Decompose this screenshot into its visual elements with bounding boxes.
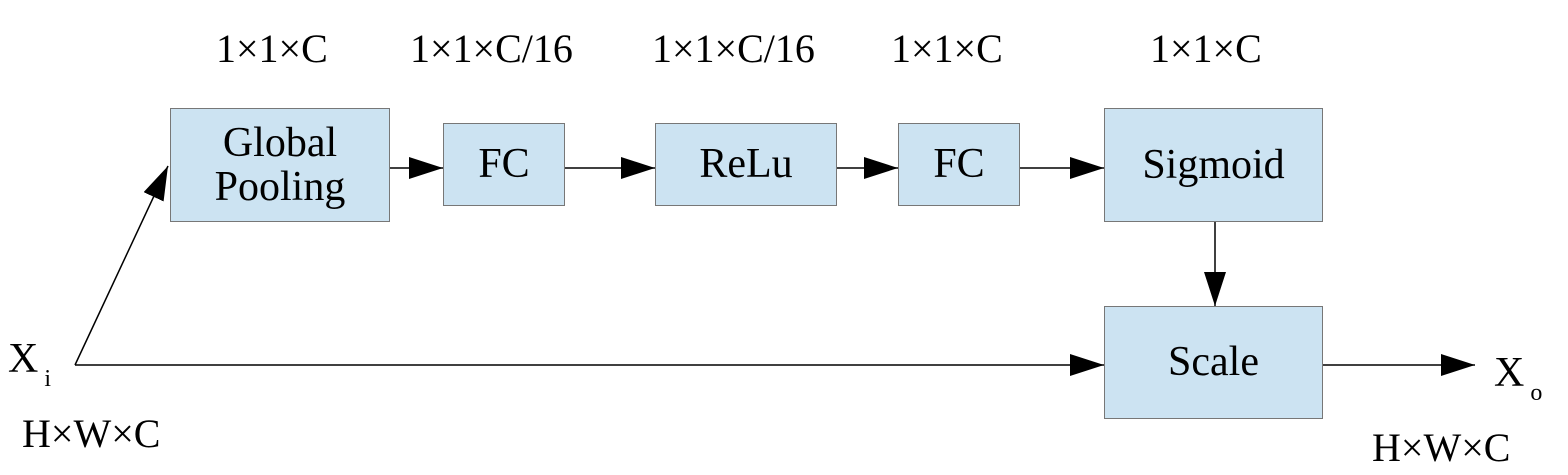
global-pooling-block: Global Pooling [170,108,390,222]
relu-block: ReLu [655,123,837,206]
dim-label-fc1: 1×1×C/16 [410,26,573,71]
fc1-block: FC [443,123,565,206]
dim-label-global-pooling: 1×1×C [216,26,328,71]
arrow-input-to-pooling [74,165,169,366]
sigmoid-block: Sigmoid [1104,108,1323,222]
scale-block: Scale [1104,306,1323,419]
fc2-block: FC [898,123,1020,206]
input-shape-label: H×W×C [22,411,161,456]
dim-label-relu: 1×1×C/16 [652,26,815,71]
dim-label-sigmoid: 1×1×C [1150,26,1262,71]
input-symbol: X [8,336,39,382]
output-symbol: X [1494,350,1525,396]
dim-label-fc2: 1×1×C [891,26,1003,71]
output-subscript: o [1530,380,1543,406]
input-subscript: i [44,366,52,392]
output-shape-label: H×W×C [1372,425,1511,470]
